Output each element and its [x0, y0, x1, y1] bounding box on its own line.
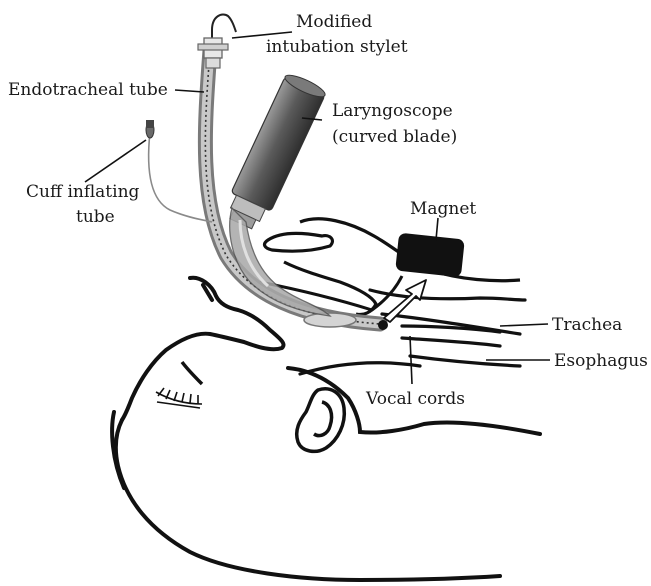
label-esophagus: Esophagus — [554, 351, 648, 371]
label-cuff-line2: tube — [76, 207, 115, 227]
label-trachea: Trachea — [552, 315, 622, 335]
airway-lines — [300, 290, 525, 374]
eyebrow — [182, 362, 202, 384]
label-stylet-line2: intubation stylet — [266, 37, 408, 57]
diagram-labels: Modified intubation stylet Endotracheal … — [8, 12, 648, 409]
label-endotracheal-tube: Endotracheal tube — [8, 80, 168, 100]
stylet-magnet-tip — [378, 320, 388, 330]
label-vocal-cords: Vocal cords — [365, 389, 465, 409]
label-magnet: Magnet — [410, 199, 476, 219]
label-laryngoscope-line2: (curved blade) — [332, 127, 457, 147]
label-stylet-line1: Modified — [296, 12, 372, 32]
label-cuff-line1: Cuff inflating — [26, 182, 140, 202]
ear-outline — [297, 389, 345, 452]
magnet — [395, 233, 465, 278]
label-laryngoscope-line1: Laryngoscope — [332, 101, 453, 121]
eye-lashes — [156, 388, 202, 408]
